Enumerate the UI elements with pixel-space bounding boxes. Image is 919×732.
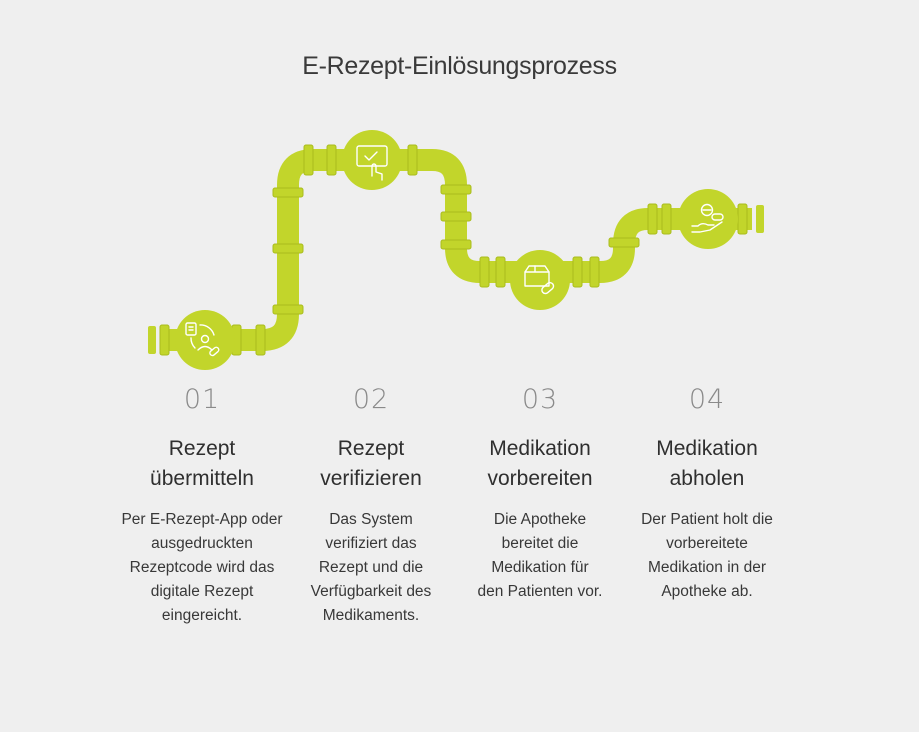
coupling — [440, 211, 472, 222]
step-4: 04 Medikation abholen Der Patient holt d… — [617, 384, 797, 604]
coupling — [737, 203, 748, 235]
pipe-end-caps — [148, 205, 764, 354]
hand-pill-icon — [691, 203, 724, 233]
step-description: Das System verifiziert das Rezept und di… — [310, 511, 432, 624]
coupling — [479, 256, 490, 288]
step-3: 03 Medikation vorbereiten Die Apotheke b… — [450, 384, 630, 604]
coupling — [589, 256, 600, 288]
step-circle-3 — [510, 250, 570, 310]
diagram-title: E-Rezept-Einlösungsprozess — [302, 52, 617, 80]
coupling — [647, 203, 658, 235]
step-number: 02 — [352, 384, 390, 415]
coupling — [495, 256, 506, 288]
step-number: 01 — [183, 384, 221, 415]
step-circle-2 — [342, 130, 402, 190]
coupling — [661, 203, 672, 235]
step-number: 03 — [521, 384, 559, 415]
coupling — [326, 144, 337, 176]
pipe-couplings — [159, 144, 748, 356]
step-1: 01 Rezept übermitteln Per E-Rezept-App o… — [112, 384, 292, 628]
step-heading: Medikation vorbereiten — [487, 437, 593, 490]
step-number: 04 — [688, 384, 726, 415]
coupling — [159, 324, 170, 356]
prescription-user-pill-icon — [185, 322, 220, 357]
step-description: Per E-Rezept-App oder ausgedruckten Reze… — [121, 511, 283, 624]
step-heading: Rezept verifizieren — [320, 437, 422, 490]
coupling — [572, 256, 583, 288]
box-pill-icon — [524, 265, 555, 295]
pipe-cap-left — [148, 326, 156, 354]
step-circle-4 — [678, 189, 738, 249]
coupling — [303, 144, 314, 176]
coupling — [272, 304, 304, 315]
coupling — [255, 324, 266, 356]
step-circle-1 — [175, 310, 235, 370]
coupling — [608, 237, 640, 248]
coupling — [440, 239, 472, 250]
step-heading: Rezept übermitteln — [150, 437, 254, 490]
step-description: Der Patient holt die vorbereitete Medika… — [641, 511, 773, 600]
step-heading: Medikation abholen — [656, 437, 758, 490]
coupling — [440, 184, 472, 195]
step-2: 02 Rezept verifizieren Das System verifi… — [281, 384, 461, 628]
coupling — [272, 243, 304, 254]
pipe-cap-right — [756, 205, 764, 233]
screen-checkmark-touch-icon — [356, 145, 388, 181]
coupling — [272, 187, 304, 198]
coupling — [407, 144, 418, 176]
step-description: Die Apotheke bereitet die Medikation für… — [477, 511, 603, 600]
